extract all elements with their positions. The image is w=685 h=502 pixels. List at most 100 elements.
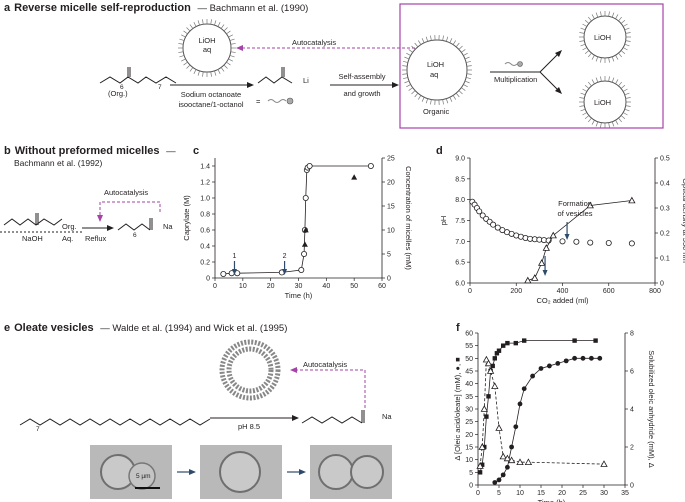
y-tick-label: 0 bbox=[469, 483, 473, 490]
y-tick-label: 6.0 bbox=[455, 281, 465, 288]
y-tick-label: 0.8 bbox=[200, 212, 210, 219]
micelle-tail bbox=[202, 71, 204, 77]
y-tick-label: 8.5 bbox=[455, 176, 465, 183]
x-tick-label: 15 bbox=[537, 490, 545, 497]
org-label-b: Org. bbox=[62, 222, 77, 231]
micelle-tail bbox=[588, 117, 592, 123]
micrograph-3 bbox=[310, 445, 392, 499]
micelle-tail bbox=[463, 84, 468, 88]
data-point bbox=[538, 366, 544, 371]
micelle-tail bbox=[608, 57, 610, 63]
micelle-tail bbox=[408, 87, 413, 91]
panel-citation: — Bachmann et al. (1990) bbox=[197, 3, 309, 14]
micelle-tail bbox=[588, 81, 592, 87]
data-point bbox=[302, 194, 309, 201]
y2-tick-label: 0.5 bbox=[660, 156, 670, 163]
micelle-tail bbox=[183, 30, 188, 35]
micelle-tail bbox=[228, 34, 233, 38]
micelle-tail bbox=[582, 47, 587, 51]
data-point bbox=[486, 394, 491, 399]
micelle-tail bbox=[465, 60, 471, 63]
panel-e-diagram bbox=[19, 339, 392, 499]
micelle-tail bbox=[600, 11, 602, 17]
micelle-tail bbox=[449, 38, 453, 44]
multiplication-label: Multiplication bbox=[494, 75, 538, 84]
micelle-tail bbox=[458, 45, 463, 50]
octanol-molecule bbox=[99, 76, 177, 84]
micelle-tail bbox=[600, 76, 602, 82]
data-point bbox=[517, 401, 523, 407]
micelle-tail bbox=[210, 19, 212, 25]
panel-letter: a bbox=[4, 2, 11, 14]
micelle-tail bbox=[430, 99, 432, 105]
carboxylate-molecule bbox=[117, 223, 151, 231]
daughter-top-lioh: LiOH bbox=[594, 33, 612, 42]
data-point bbox=[476, 462, 484, 469]
annotation-label: 2 bbox=[283, 253, 287, 260]
micelle-tail bbox=[608, 122, 610, 128]
data-point bbox=[524, 276, 532, 284]
y-tick-label: 5 bbox=[469, 470, 473, 477]
data-point bbox=[522, 338, 527, 343]
micelle-tail bbox=[228, 58, 233, 62]
data-point bbox=[476, 208, 483, 215]
ph-label: pH 8.5 bbox=[238, 422, 261, 431]
series-line bbox=[479, 358, 605, 467]
micelle-tail bbox=[229, 38, 235, 41]
micelle-tail bbox=[582, 23, 587, 27]
na-plus-e: Na bbox=[382, 412, 392, 421]
panel-b-diagram bbox=[0, 201, 161, 233]
data-point bbox=[490, 221, 497, 228]
data-point bbox=[542, 244, 550, 251]
micelle-tail bbox=[620, 115, 626, 119]
micelle-tail bbox=[445, 98, 449, 104]
y-tick-label: 1.4 bbox=[200, 164, 210, 171]
octanoate-molecule bbox=[257, 76, 293, 84]
scalebar-label: 5 µm bbox=[136, 473, 151, 480]
data-point bbox=[499, 452, 507, 460]
panel-a-diagram bbox=[99, 3, 664, 129]
micelle-tail bbox=[442, 99, 444, 105]
micelle-tail bbox=[179, 55, 185, 58]
micelle-tail bbox=[611, 12, 615, 18]
li-plus: Li bbox=[303, 76, 309, 85]
data-point bbox=[580, 355, 586, 361]
micelle-tail bbox=[186, 64, 191, 69]
y2-tick-label: 20 bbox=[387, 180, 395, 187]
annotation-arrowhead bbox=[282, 269, 288, 275]
na-plus-b: Na bbox=[163, 222, 173, 231]
data-point bbox=[500, 472, 506, 478]
organic-label: Organic bbox=[423, 107, 450, 116]
micelle-tail bbox=[625, 32, 631, 34]
micelle-tail bbox=[425, 98, 429, 104]
micelle-tail bbox=[591, 55, 595, 60]
autocatalysis-label: Autocatalysis bbox=[292, 38, 337, 47]
micelle-tail bbox=[417, 40, 422, 45]
micelle-tail bbox=[591, 14, 595, 19]
micelle-tail bbox=[220, 67, 225, 72]
micelle-tail bbox=[458, 90, 463, 95]
self-assembly-line-2: and growth bbox=[343, 89, 381, 98]
panel-b-citation: Bachmann et al. (1992) bbox=[14, 158, 103, 168]
y-tick-label: 20 bbox=[465, 432, 473, 439]
annotation-arrowhead bbox=[542, 270, 548, 276]
org-label: (Org.) bbox=[108, 89, 128, 98]
micelle-tail bbox=[588, 16, 592, 22]
y2-tick-label: 0 bbox=[660, 281, 664, 288]
panel-f-letter: f bbox=[456, 322, 460, 334]
data-point bbox=[507, 456, 516, 464]
micelle-tail bbox=[580, 27, 586, 31]
self-assembly-line-1: Self-assembly bbox=[338, 72, 386, 81]
oleic-anhydride-molecule bbox=[19, 418, 211, 426]
micelle-tail bbox=[582, 88, 587, 92]
micelle-tail bbox=[625, 97, 631, 99]
x-tick-label: 0 bbox=[468, 288, 472, 295]
y-tick-label: 10 bbox=[465, 457, 473, 464]
micelle-tail bbox=[582, 112, 587, 116]
micelle-tail bbox=[465, 77, 471, 80]
data-point bbox=[628, 240, 635, 247]
data-point bbox=[494, 351, 500, 356]
y2-axis-label: Optical density at 550 nm bbox=[681, 178, 685, 263]
subscript-7-e: 7 bbox=[36, 426, 40, 433]
micelle-tail bbox=[623, 47, 628, 51]
